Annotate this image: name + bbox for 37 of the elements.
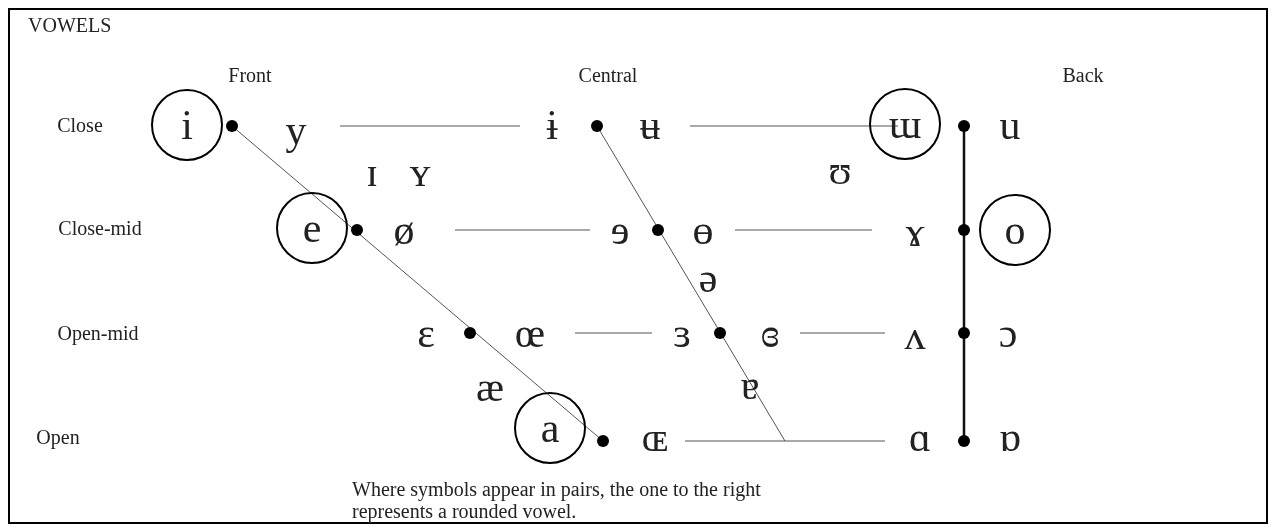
row-heading: Open xyxy=(36,427,80,447)
vowel-symbol: u xyxy=(999,104,1021,146)
vowel-symbol: y xyxy=(285,109,307,151)
circled-vowel-symbol: i xyxy=(151,89,223,161)
column-heading: Front xyxy=(228,65,272,85)
row-heading: Open-mid xyxy=(57,323,139,343)
vowel-symbol: ɐ xyxy=(740,364,760,406)
vowel-symbol: ɪ xyxy=(366,151,378,193)
row-heading: Close xyxy=(57,115,103,135)
vowel-symbol: ɑ xyxy=(909,416,931,458)
vowel-symbol: œ xyxy=(514,312,546,354)
row-heading: Close-mid xyxy=(58,218,142,238)
vowel-symbol: ɜ xyxy=(673,312,691,354)
vowel-symbol: ɛ xyxy=(417,312,435,354)
vowel-symbol: ɞ xyxy=(760,312,780,354)
vowel-symbol: ʊ xyxy=(828,149,852,191)
column-heading: Central xyxy=(578,65,638,85)
vowel-symbol: ʏ xyxy=(409,151,431,193)
vowel-symbol: ɶ xyxy=(641,416,669,458)
vowel-symbol: ø xyxy=(393,209,415,251)
vowel-symbol: æ xyxy=(476,366,504,408)
vowel-symbol: ɘ xyxy=(610,209,630,251)
vowel-symbol: ɵ xyxy=(692,209,714,251)
circled-vowel-symbol: a xyxy=(514,392,586,464)
vowel-symbol: ɨ xyxy=(546,104,558,146)
column-heading: Back xyxy=(1062,65,1104,85)
vowel-symbol: ʌ xyxy=(904,314,926,356)
vowel-symbol: ʉ xyxy=(639,104,661,146)
chart-title: VOWELS xyxy=(28,14,112,37)
circled-vowel-symbol: ɯ xyxy=(869,88,941,160)
vowel-symbol: ə xyxy=(698,257,718,299)
caption-text: Where symbols appear in pairs, the one to the right represents a rounded vowel. xyxy=(352,478,762,522)
vowel-symbol: ɒ xyxy=(999,416,1021,458)
circled-vowel-symbol: e xyxy=(276,192,348,264)
circled-vowel-symbol: o xyxy=(979,194,1051,266)
vowel-symbol: ɔ xyxy=(998,312,1018,354)
vowel-symbol: ɤ xyxy=(905,211,925,253)
